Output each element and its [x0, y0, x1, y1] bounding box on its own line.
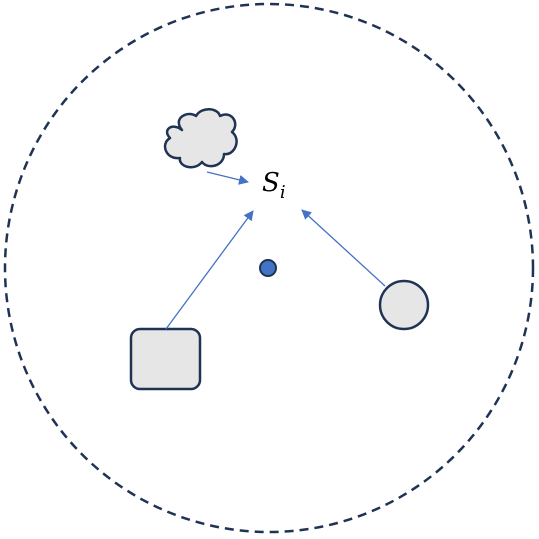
boundary-circle	[3, 2, 535, 534]
arrow-circle-to-si	[301, 209, 386, 287]
si-label-subscript: i	[280, 182, 286, 203]
rounded-square-shape	[129, 327, 202, 391]
arrow-cloud-to-si	[206, 171, 249, 185]
arrow-square-to-si	[165, 210, 254, 330]
si-label-base: S	[262, 168, 280, 198]
circle-shape	[378, 279, 430, 331]
si-label: Si	[262, 168, 286, 203]
center-dot	[259, 259, 277, 277]
cloud-shape	[163, 108, 238, 169]
